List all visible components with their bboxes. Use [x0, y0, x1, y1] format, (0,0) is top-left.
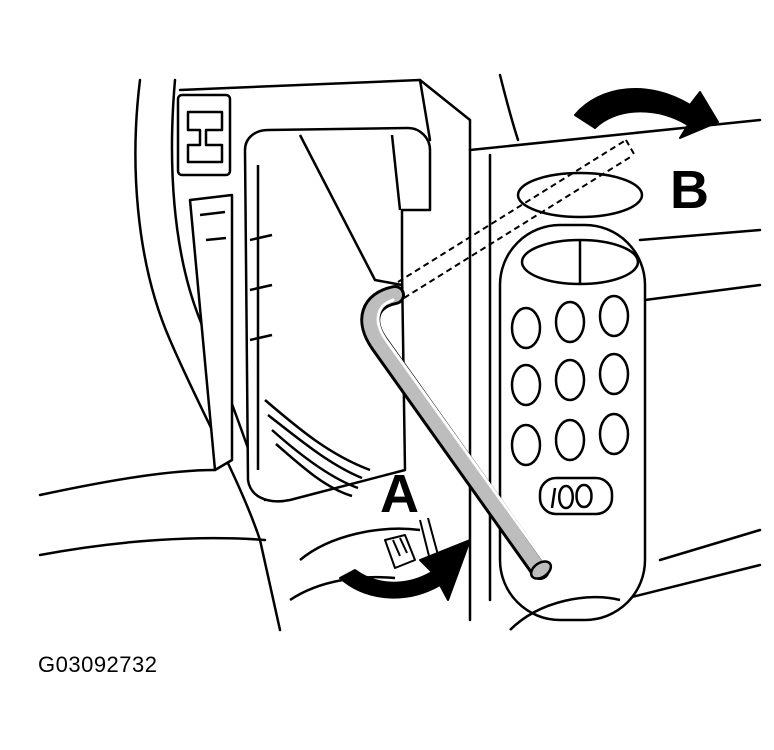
selector-buttons: [510, 294, 630, 516]
figure-id-label: G03092732: [38, 652, 158, 677]
access-opening: [243, 126, 432, 503]
release-lever-detail: [384, 517, 439, 569]
clip-detail: [176, 93, 234, 472]
lower-bezel: [289, 527, 621, 631]
tool-insertion-path: [397, 139, 635, 299]
callout-a: A: [380, 464, 419, 524]
callout-b: B: [670, 160, 709, 220]
rotation-arrow-b: [574, 88, 719, 139]
rotation-arrow-a: [339, 539, 471, 601]
hex-key-tool: [360, 285, 553, 580]
